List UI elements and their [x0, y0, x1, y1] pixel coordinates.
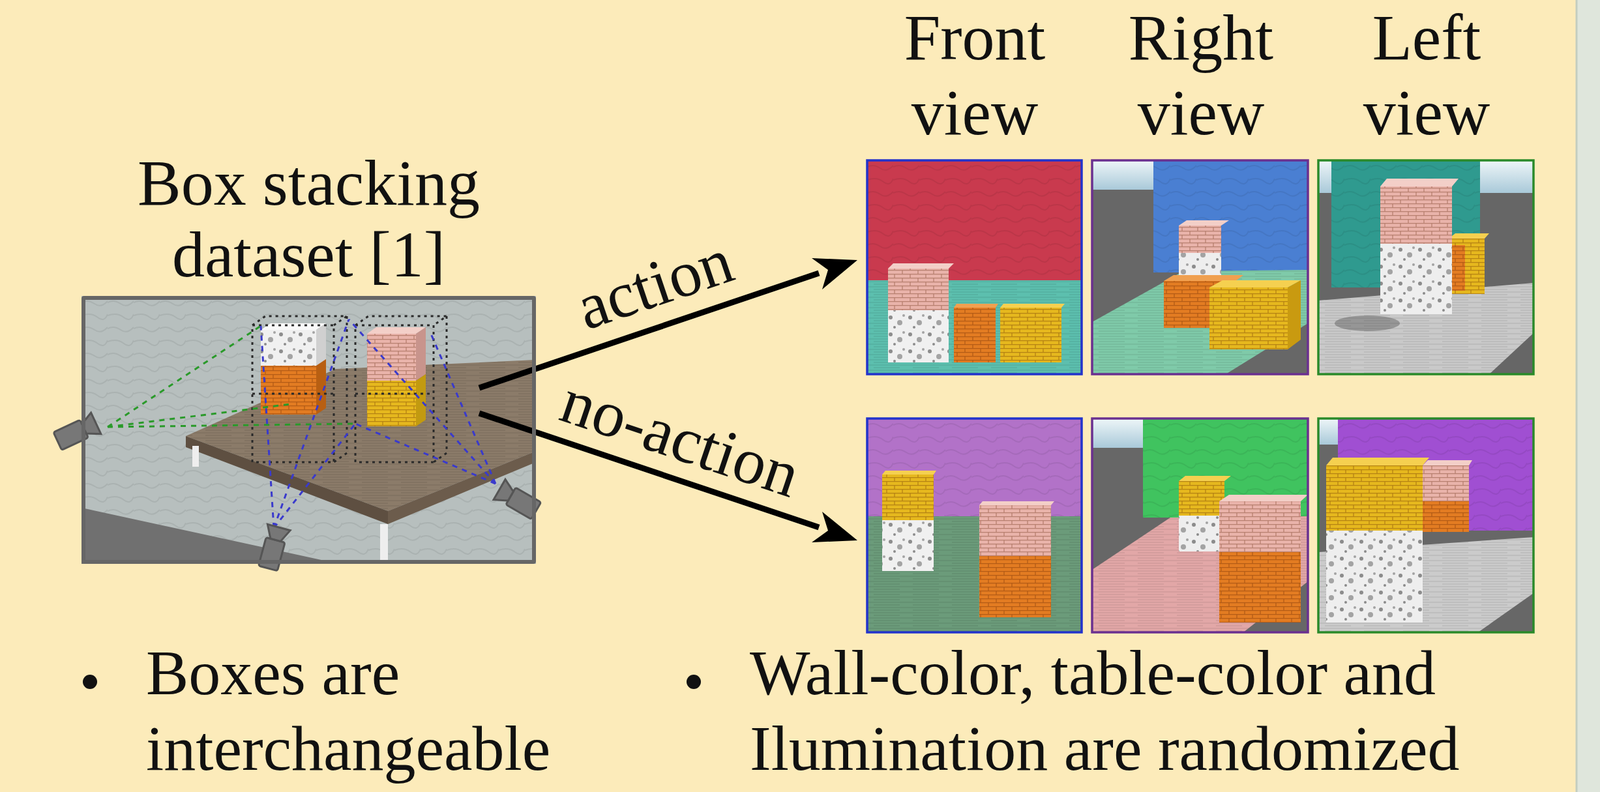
camera-rays — [260, 319, 496, 529]
left-view-image — [1318, 160, 1534, 375]
node-heading: Box stacking dataset [1] — [100, 147, 518, 291]
edge-strip — [1576, 0, 1600, 792]
edge-label: no-action — [553, 367, 808, 508]
front-view-image — [867, 418, 1082, 633]
column-header: Right view — [1103, 0, 1299, 150]
view-borders — [867, 160, 1534, 633]
dataset-image — [81, 296, 536, 564]
right-view-image — [1092, 160, 1308, 375]
camera-rays — [107, 325, 356, 623]
column-header: Left view — [1328, 0, 1525, 150]
bullet-dot — [686, 674, 701, 690]
image-frame: Box stacking dataset [1] — [81, 296, 536, 564]
edge-label: action — [568, 227, 741, 341]
front-view-image — [867, 160, 1082, 375]
column-header: Front view — [876, 0, 1073, 150]
bullet-text: Wall-color, table-color and Ilumination … — [749, 635, 1565, 787]
right-view-image — [1092, 418, 1308, 633]
bullet-text: Boxes are interchangeable — [146, 635, 603, 787]
left-view-image — [1318, 418, 1534, 633]
camera-icon — [52, 412, 102, 452]
camera-icon — [256, 524, 291, 572]
edge-line — [1575, 0, 1578, 792]
bullet-dot — [82, 674, 98, 690]
